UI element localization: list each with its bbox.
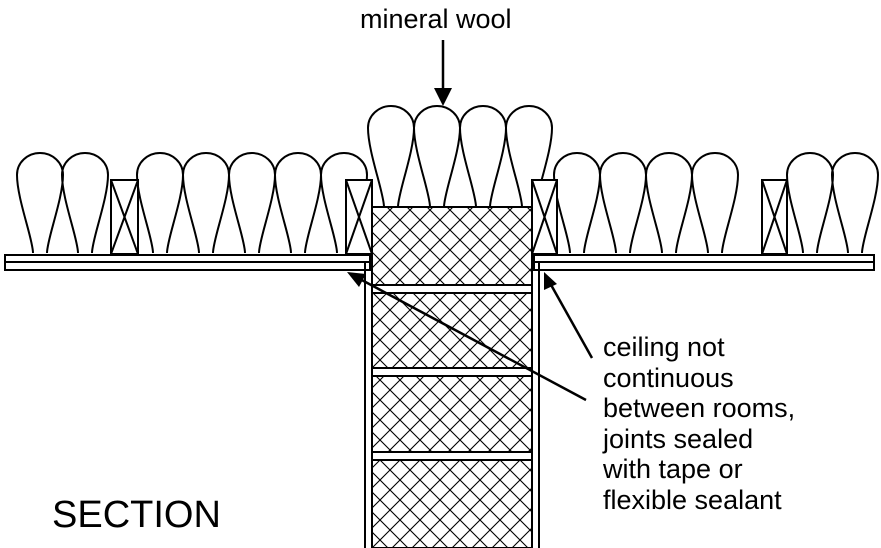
- note-line: with tape or: [603, 454, 743, 484]
- wool-loop: [830, 152, 880, 254]
- wool-loop: [15, 152, 65, 254]
- wool-loop: [135, 152, 185, 254]
- wool-loop: [181, 152, 231, 254]
- wool-loop: [227, 152, 277, 254]
- wool-loop: [644, 152, 694, 254]
- ceiling-joint-note: ceiling not continuous between rooms, jo…: [603, 332, 795, 515]
- joint-leader-arrow: [347, 272, 587, 402]
- wool-loop: [273, 152, 323, 254]
- section-title: SECTION: [52, 494, 221, 536]
- ceiling-joist: [531, 179, 558, 255]
- wool-loop: [60, 152, 110, 254]
- ceiling-board-left: [4, 254, 371, 271]
- wool-loop: [458, 105, 508, 208]
- wool-loop: [412, 105, 462, 208]
- wall-plate: [371, 284, 533, 461]
- joint-leader-arrow: [544, 272, 594, 359]
- mineral-wool-label: mineral wool: [360, 4, 512, 34]
- wool-loop: [366, 105, 416, 208]
- note-line: flexible sealant: [603, 484, 782, 515]
- wool-loop: [504, 105, 554, 208]
- note-line: ceiling not: [603, 332, 725, 362]
- mineral-wool-insulation: [15, 105, 880, 254]
- ceiling-joist: [110, 179, 139, 255]
- wool-loop: [598, 152, 648, 254]
- wool-loop: [785, 152, 835, 254]
- ceiling-joist: [761, 179, 788, 255]
- note-line: joints sealed: [603, 423, 754, 454]
- note-line: continuous: [603, 362, 734, 393]
- note-line: between rooms,: [603, 393, 796, 423]
- partition-wall: [364, 206, 540, 548]
- wool-loop: [552, 152, 602, 254]
- wool-loop: [690, 152, 740, 254]
- ceiling-board-right: [533, 254, 875, 271]
- wool-leader-arrow: [434, 40, 452, 106]
- ceiling-joist: [345, 179, 373, 255]
